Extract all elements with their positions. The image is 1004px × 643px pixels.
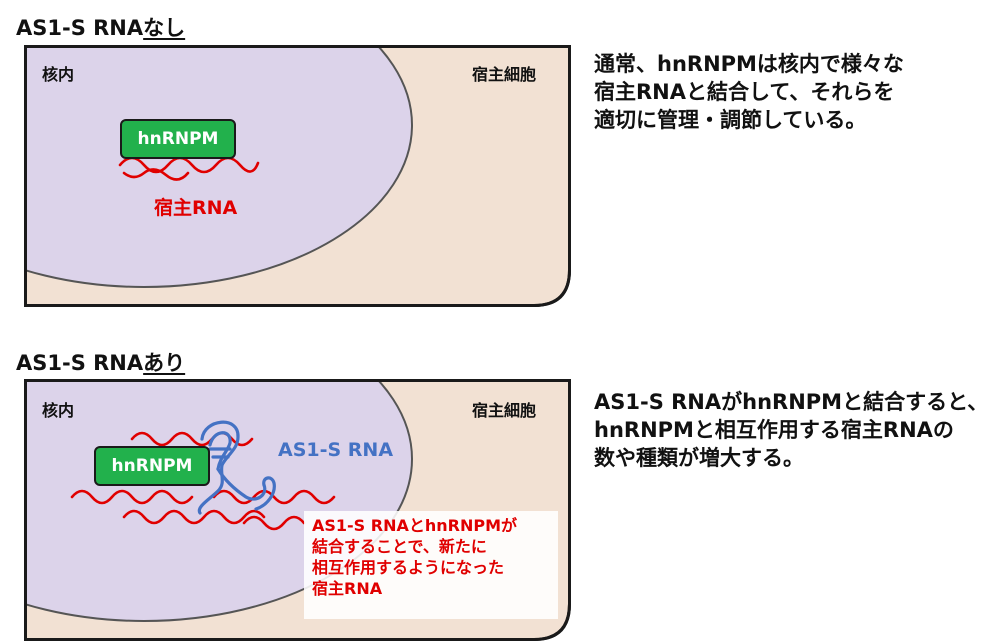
top-heading-suffix: なし [143,16,186,40]
bottom-description-line: AS1-S RNAがhnRNPMと結合すると、 [594,390,989,414]
top-cell-svg [24,45,571,307]
bottom-heading-suffix: あり [143,351,186,375]
host-rna-strand [130,431,254,447]
as1s-rna-strand [208,431,232,471]
top-nucleus [24,45,413,288]
bottom-cell-diagram: 核内 宿主細胞 hnRNPM AS1-S RNA AS1-S RNAとhnRNP… [24,379,571,641]
note-line: 宿主RNA [312,579,383,598]
bottom-nucleus-label: 核内 [42,401,75,420]
bottom-host-rna-strands [70,431,336,531]
host-rna-strand [118,156,260,174]
bottom-description: AS1-S RNAがhnRNPMと結合すると、 hnRNPMと相互作用する宿主R… [594,388,988,472]
host-rna-strand [122,509,266,525]
top-heading: AS1-S RNAなし [16,12,185,42]
top-cell-label: 宿主細胞 [472,65,537,84]
bottom-description-line: hnRNPMと相互作用する宿主RNAの [594,418,954,442]
top-host-rna-strands [118,156,260,181]
note-line: AS1-S RNAとhnRNPMが [312,516,518,535]
host-rna-strand [122,168,190,181]
as1s-rna-structure [197,420,276,515]
top-description: 通常、hnRNPMは核内で様々な 宿主RNAと結合して、それらを 適切に管理・調… [594,50,904,134]
top-cell-diagram: 核内 宿主細胞 hnRNPM 宿主RNA [24,45,571,307]
host-rna-strand [212,489,336,505]
top-hnrnpm-protein: hnRNPM [120,119,236,159]
bottom-cell-label: 宿主細胞 [472,401,537,420]
as1s-rna-label: AS1-S RNA [278,439,394,461]
top-description-line: 適切に管理・調節している。 [594,108,867,132]
bottom-description-line: 数や種類が増大する。 [594,446,804,470]
bottom-hnrnpm-protein: hnRNPM [94,446,210,486]
top-description-line: 通常、hnRNPMは核内で様々な [594,52,904,76]
note-line: 結合することで、新たに [312,537,487,556]
host-rna-strand [242,515,306,531]
as1s-rna-strand [216,467,267,501]
as1s-rna-strand [254,476,276,511]
top-host-rna-label: 宿主RNA [154,197,238,219]
top-description-line: 宿主RNAと結合して、それらを [594,80,895,104]
bottom-heading-prefix: AS1-S RNA [16,351,144,375]
bottom-heading: AS1-S RNAあり [16,347,185,377]
top-nucleus-label: 核内 [42,65,75,84]
top-heading-prefix: AS1-S RNA [16,16,144,40]
host-rna-strand [70,489,194,505]
new-interaction-note: AS1-S RNAとhnRNPMが 結合することで、新たに 相互作用するようにな… [304,511,558,619]
note-line: 相互作用するようになった [312,558,505,577]
